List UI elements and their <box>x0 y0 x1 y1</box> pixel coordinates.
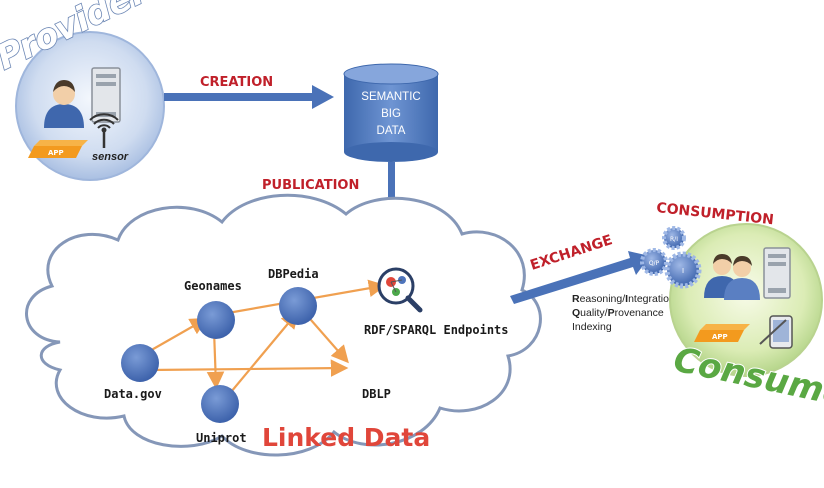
edge-dbpedia-dblp <box>303 311 349 364</box>
gear-icon: Q/P <box>640 248 668 276</box>
sparql-endpoint-icon <box>377 267 423 313</box>
svg-text:Q/P: Q/P <box>649 260 660 267</box>
publication-label: PUBLICATION <box>262 178 359 193</box>
label-dbpedia: DBPedia <box>268 267 319 281</box>
node-dbpedia <box>279 287 317 325</box>
node-geonames <box>197 301 235 339</box>
service-indexing: Indexing <box>572 321 612 333</box>
server-icon <box>763 247 791 299</box>
svg-text:APP: APP <box>48 149 64 157</box>
provider-group: sensor APP Provider <box>0 0 165 181</box>
consumer-group: R/I Q/P I APP <box>640 223 824 420</box>
svg-text:I: I <box>682 267 684 275</box>
gear-icon: I <box>664 251 702 289</box>
gear-icon: R/I <box>662 226 686 250</box>
users-icon <box>704 254 760 300</box>
store-line2: BIG <box>381 108 401 120</box>
label-endpoints: RDF/SPARQL Endpoints <box>364 323 509 337</box>
label-datagov: Data.gov <box>104 387 162 401</box>
edge-uniprot-dbpedia <box>225 310 299 399</box>
node-uniprot <box>201 385 239 423</box>
consumption-label: CONSUMPTION <box>656 200 775 228</box>
cloud-nodes <box>121 287 317 423</box>
edge-datagov-dblp <box>149 359 349 377</box>
service-reasoning-integration: Reasoning/Integration <box>572 293 675 305</box>
app-badge-provider: APP <box>28 140 88 158</box>
linked-data-title: Linked Data <box>262 423 430 452</box>
semantic-big-data-store: SEMANTIC BIG DATA <box>343 63 439 162</box>
svg-text:R/I: R/I <box>670 236 678 243</box>
services-list: Reasoning/Integration Quality/Provenance… <box>572 293 675 333</box>
creation-arrow <box>164 85 334 109</box>
sensor-label: sensor <box>92 151 129 163</box>
creation-label: CREATION <box>200 75 273 90</box>
edge-geonames-uniprot <box>206 329 225 390</box>
cloud-edges <box>147 279 387 399</box>
node-datagov <box>121 344 159 382</box>
label-dblp: DBLP <box>362 387 391 401</box>
store-line1: SEMANTIC <box>361 91 420 103</box>
label-geonames: Geonames <box>184 279 242 293</box>
mobile-device-icon <box>759 315 793 349</box>
store-line3: DATA <box>377 125 406 137</box>
service-quality-provenance: Quality/Provenance <box>572 307 664 319</box>
exchange-arrow <box>510 251 650 304</box>
sensor-icon <box>89 113 119 148</box>
edge-datagov-geonames <box>147 317 208 353</box>
label-uniprot: Uniprot <box>196 431 247 445</box>
svg-text:APP: APP <box>712 333 728 341</box>
user-icon <box>44 80 84 128</box>
app-badge-consumer: APP <box>694 324 750 342</box>
